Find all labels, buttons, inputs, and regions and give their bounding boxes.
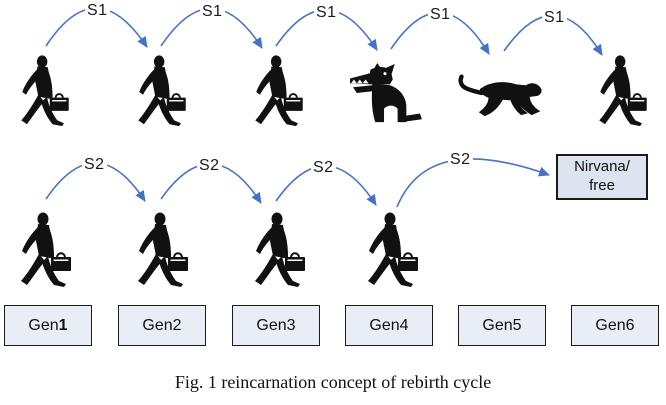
gen-box-label: Gen bbox=[28, 316, 59, 334]
nirvana-box: Nirvana/ free bbox=[556, 154, 648, 200]
gen-box-number: 3 bbox=[286, 316, 296, 334]
gen-box-label: Gen bbox=[482, 316, 513, 334]
businessman-icon bbox=[254, 54, 304, 128]
gen-box-3: Gen 3 bbox=[232, 305, 320, 346]
gen-box-label: Gen bbox=[369, 316, 400, 334]
figure-caption: Fig. 1 reincarnation concept of rebirth … bbox=[174, 372, 492, 392]
businessman-icon bbox=[253, 211, 307, 289]
gen-box-1: Gen 1 bbox=[4, 305, 92, 346]
gen-box-label: Gen bbox=[595, 316, 626, 334]
gen-box-label: Gen bbox=[142, 316, 173, 334]
gen-box-number: 6 bbox=[625, 316, 635, 334]
gen-box-6: Gen 6 bbox=[571, 305, 659, 346]
s1-label: S1 bbox=[314, 4, 339, 22]
nirvana-line-2: free bbox=[589, 177, 615, 194]
nirvana-line-1: Nirvana/ bbox=[574, 158, 630, 176]
businessman-icon bbox=[136, 211, 190, 289]
gen-box-4: Gen 4 bbox=[345, 305, 433, 346]
gen-box-number: 5 bbox=[512, 316, 522, 334]
cheetah-icon bbox=[461, 77, 542, 116]
businessman-icon bbox=[598, 54, 648, 128]
s1-label: S1 bbox=[542, 9, 567, 27]
businessman-icon bbox=[366, 211, 420, 289]
gen-box-number: 2 bbox=[172, 316, 182, 334]
s2-label: S2 bbox=[82, 156, 107, 174]
businessman-icon bbox=[20, 54, 70, 128]
s1-label: S1 bbox=[428, 6, 453, 24]
s2-arrow-4 bbox=[396, 158, 550, 208]
gen-box-number: 1 bbox=[58, 316, 68, 334]
s2-label: S2 bbox=[311, 159, 336, 177]
dog-icon bbox=[350, 62, 422, 123]
s2-label: S2 bbox=[197, 157, 222, 175]
businessman-icon bbox=[19, 211, 73, 289]
s2-label: S2 bbox=[448, 151, 473, 169]
businessman-icon bbox=[137, 54, 187, 128]
s1-label: S1 bbox=[85, 2, 110, 20]
gen-box-5: Gen 5 bbox=[458, 305, 546, 346]
s1-label: S1 bbox=[200, 3, 225, 21]
gen-box-label: Gen bbox=[256, 316, 287, 334]
gen-box-2: Gen 2 bbox=[118, 305, 206, 346]
gen-box-number: 4 bbox=[399, 316, 409, 334]
